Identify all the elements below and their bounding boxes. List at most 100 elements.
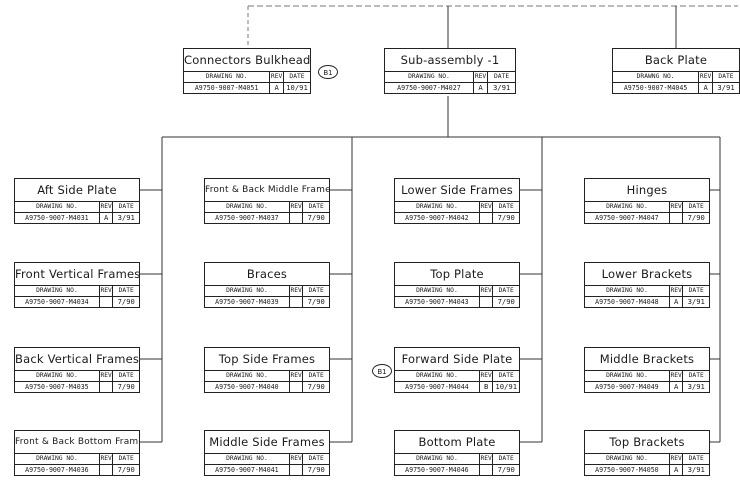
part-title: Front Vertical Frames bbox=[15, 263, 139, 286]
revision-date: 7/90 bbox=[687, 213, 705, 222]
drawing-number: A9750-9007-M4046 bbox=[395, 464, 480, 475]
part-title: Hinges bbox=[585, 179, 709, 202]
drawing-no-header: DRAWING NO. bbox=[395, 454, 480, 465]
rev-header: REV bbox=[669, 286, 684, 297]
date-header: DATE bbox=[302, 202, 329, 213]
drawing-number: A9750-9007-M4031 bbox=[15, 212, 100, 223]
drawing-number: A9750-9007-M4049 bbox=[585, 381, 670, 392]
drawing-number: A9750-9007-M4036 bbox=[15, 464, 100, 475]
revision: A bbox=[698, 82, 714, 93]
revision-date: 10/91 bbox=[286, 83, 308, 92]
rev-header: REV bbox=[289, 454, 304, 465]
drawing-no-header: DRAWING NO. bbox=[585, 286, 670, 297]
revision-date: 3/91 bbox=[117, 213, 135, 222]
revision: A bbox=[669, 464, 684, 475]
drawing-number: A9750-9007-M4048 bbox=[585, 296, 670, 307]
revision-date: 3/91 bbox=[687, 465, 705, 474]
revision bbox=[479, 464, 494, 475]
drawing-number: A9750-9007-M4027 bbox=[385, 82, 474, 93]
date-header: DATE bbox=[682, 286, 709, 297]
revision bbox=[99, 296, 114, 307]
revision bbox=[99, 381, 114, 392]
date-header: DATE bbox=[487, 72, 515, 83]
date-header: DATE bbox=[112, 286, 139, 297]
revision-date: 7/90 bbox=[307, 297, 325, 306]
date-header: DATE bbox=[712, 72, 739, 83]
revision-date: 10/91 bbox=[495, 382, 518, 391]
rev-header: REV bbox=[479, 454, 494, 465]
part-title: Top Side Frames bbox=[205, 348, 329, 371]
revision bbox=[479, 212, 494, 223]
drawing-no-header: DRAWING NO. bbox=[585, 371, 670, 382]
revision-date: 3/91 bbox=[687, 382, 705, 391]
drawing-number: A9750-9007-M4047 bbox=[585, 212, 670, 223]
drawing-no-header: DRAWING NO. bbox=[15, 286, 100, 297]
revision bbox=[289, 381, 304, 392]
revision-date: 7/90 bbox=[307, 382, 325, 391]
rev-header: REV bbox=[289, 202, 304, 213]
revision-date: 7/90 bbox=[117, 382, 135, 391]
drawing-number: A9750-9007-M4034 bbox=[15, 296, 100, 307]
drawing-no-header: DRAWNG NO. bbox=[613, 72, 700, 83]
revision bbox=[669, 212, 684, 223]
revision-bubble: B1 bbox=[318, 65, 338, 79]
drawing-no-header: DRAWING NO. bbox=[585, 454, 670, 465]
drawing-no-header: DRAWING NO. bbox=[184, 72, 271, 83]
revision-date: 7/90 bbox=[497, 213, 515, 222]
drawing-number: A9750-9007-M4037 bbox=[205, 212, 290, 223]
part-title: Braces bbox=[205, 263, 329, 286]
date-header: DATE bbox=[682, 202, 709, 213]
drawing-no-header: DRAWING NO. bbox=[205, 202, 290, 213]
drawing-number: A9750-9007-M4044 bbox=[395, 381, 480, 392]
date-header: DATE bbox=[283, 72, 310, 83]
revision bbox=[289, 296, 304, 307]
part-title: Forward Side Plate bbox=[395, 348, 519, 371]
date-header: DATE bbox=[112, 371, 139, 382]
revision: B bbox=[479, 381, 494, 392]
drawing-number: A9750-9007-M4050 bbox=[585, 464, 670, 475]
rev-header: REV bbox=[479, 371, 494, 382]
part-title: Middle Brackets bbox=[585, 348, 709, 371]
date-header: DATE bbox=[302, 454, 329, 465]
drawing-no-header: DRAWING NO. bbox=[15, 371, 100, 382]
revision: A bbox=[269, 82, 285, 93]
rev-header: REV bbox=[289, 286, 304, 297]
revision bbox=[479, 296, 494, 307]
revision: A bbox=[669, 381, 684, 392]
revision-date: 7/90 bbox=[117, 297, 135, 306]
drawing-no-header: DRAWING NO. bbox=[205, 371, 290, 382]
drawing-no-header: DRAWING NO. bbox=[395, 202, 480, 213]
revision-date: 3/91 bbox=[492, 83, 511, 92]
rev-header: REV bbox=[669, 454, 684, 465]
rev-header: REV bbox=[698, 72, 714, 83]
drawing-number: A9750-9007-M4041 bbox=[205, 464, 290, 475]
rev-header: REV bbox=[99, 202, 114, 213]
revision-date: 7/90 bbox=[497, 465, 515, 474]
rev-header: REV bbox=[479, 202, 494, 213]
date-header: DATE bbox=[682, 371, 709, 382]
drawing-no-header: DRAWING NO. bbox=[385, 72, 474, 83]
date-header: DATE bbox=[302, 286, 329, 297]
drawing-no-header: DRAWING NO. bbox=[205, 454, 290, 465]
part-title: Bottom Plate bbox=[395, 431, 519, 454]
rev-header: REV bbox=[269, 72, 285, 83]
drawing-no-header: DRAWING NO. bbox=[395, 286, 480, 297]
revision: A bbox=[473, 82, 489, 93]
part-title: Aft Side Plate bbox=[15, 179, 139, 202]
revision-date: 7/90 bbox=[307, 465, 325, 474]
revision-bubble: B1 bbox=[372, 364, 392, 378]
date-header: DATE bbox=[112, 202, 139, 213]
rev-header: REV bbox=[289, 371, 304, 382]
date-header: DATE bbox=[492, 371, 519, 382]
date-header: DATE bbox=[492, 286, 519, 297]
